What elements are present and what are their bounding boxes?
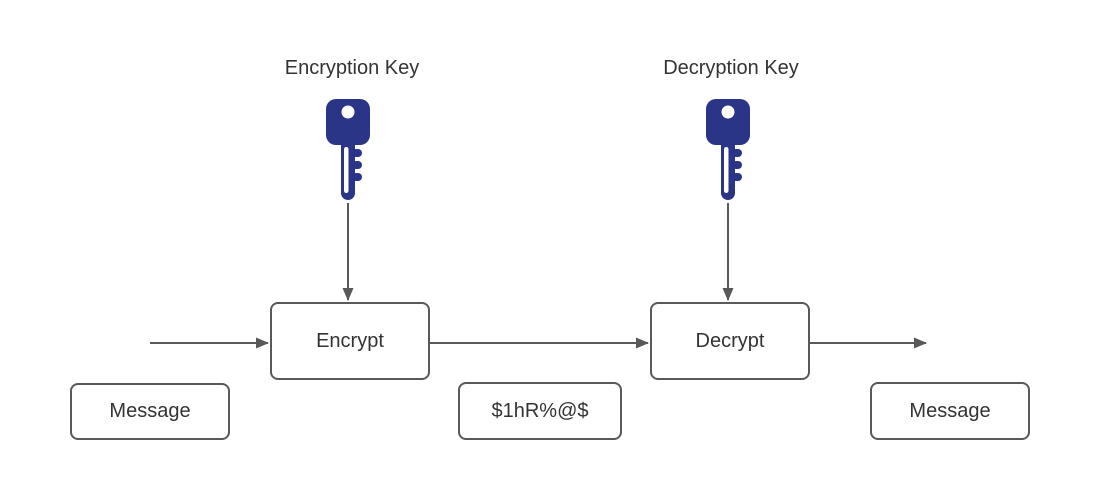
message-output-box: Message — [870, 382, 1030, 440]
decrypt-box-label: Decrypt — [695, 329, 765, 352]
decrypt-box: Decrypt — [650, 302, 810, 380]
message-input-box: Message — [70, 383, 230, 440]
ciphertext-box: $1hR%@$ — [458, 382, 622, 440]
encryption-key-icon — [326, 99, 370, 200]
encryption-key-label: Encryption Key — [284, 57, 420, 79]
message-input-label: Message — [109, 400, 191, 422]
encrypt-box-label: Encrypt — [316, 329, 384, 352]
decryption-key-label: Decryption Key — [663, 57, 799, 79]
encrypt-box: Encrypt — [270, 302, 430, 380]
decryption-key-icon — [706, 99, 750, 200]
message-output-label: Message — [909, 399, 991, 422]
ciphertext-label: $1hR%@$ — [491, 399, 589, 422]
